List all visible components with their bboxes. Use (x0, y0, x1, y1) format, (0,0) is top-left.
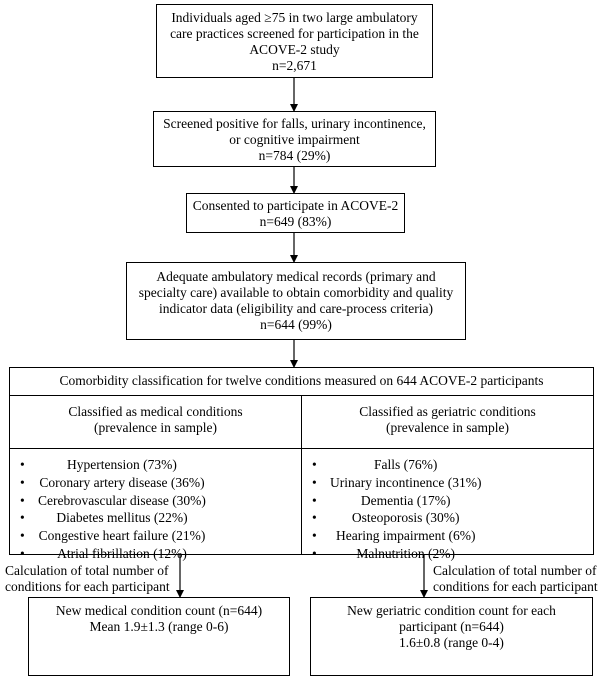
column-divider (301, 395, 302, 554)
medical-count-line-2: Mean 1.9±1.3 (range 0-6) (89, 619, 229, 634)
classification-header: Comorbidity classification for twelve co… (59, 373, 544, 388)
medical-count-box: New medical condition count (n=644) Mean… (28, 597, 290, 676)
records-count: n=644 (99%) (260, 317, 332, 332)
title-row-divider (10, 448, 593, 449)
list-item: Congestive heart failure (21%) (20, 527, 206, 545)
records-line-3: indicator data (eligibility and care-pro… (159, 301, 433, 316)
screened-count: n=2,671 (272, 58, 317, 73)
classification-box: Comorbidity classification for twelve co… (9, 367, 594, 563)
list-item: Diabetes mellitus (22%) (20, 509, 206, 527)
geriatric-count-box: New geriatric condition count for each p… (310, 597, 593, 676)
geriatric-calculation-note: Calculation of total number of condition… (433, 563, 598, 595)
positive-line-2: or cognitive impairment (229, 132, 360, 147)
list-item: Atrial fibrillation (12%) (20, 545, 206, 563)
records-box: Adequate ambulatory medical records (pri… (126, 262, 466, 340)
medical-column-title: Classified as medical conditions (preval… (10, 404, 301, 436)
medical-calculation-note: Calculation of total number of condition… (5, 563, 170, 595)
positive-count: n=784 (29%) (258, 148, 331, 163)
medical-note-line-2: conditions for each participant (5, 579, 170, 594)
list-item: Urinary incontinence (31%) (312, 474, 481, 492)
list-item: Osteoporosis (30%) (312, 509, 481, 527)
geriatric-column-title: Classified as geriatric conditions (prev… (302, 404, 593, 436)
geriatric-note-line-1: Calculation of total number of (433, 563, 597, 578)
positive-line-1: Screened positive for falls, urinary inc… (163, 116, 426, 131)
geriatric-title-line-2: (prevalence in sample) (386, 420, 509, 435)
list-item: Malnutrition (2%) (312, 545, 481, 563)
geriatric-count-line-2: participant (n=644) (399, 619, 504, 634)
screened-line-2: care practices screened for participatio… (170, 26, 419, 41)
geriatric-count-line-1: New geriatric condition count for each (347, 603, 556, 618)
geriatric-count-line-3: 1.6±0.8 (range 0-4) (399, 635, 504, 650)
geriatric-title-line-1: Classified as geriatric conditions (359, 404, 536, 419)
list-item: Dementia (17%) (312, 492, 481, 510)
screened-box: Individuals aged ≥75 in two large ambula… (156, 4, 433, 78)
list-item: Hypertension (73%) (20, 456, 206, 474)
list-item: Cerebrovascular disease (30%) (20, 492, 206, 510)
records-line-1: Adequate ambulatory medical records (pri… (156, 269, 436, 284)
medical-note-line-1: Calculation of total number of (5, 563, 169, 578)
classification-header-row: Comorbidity classification for twelve co… (10, 368, 593, 396)
consented-box: Consented to participate in ACOVE-2 n=64… (186, 193, 405, 233)
positive-screen-box: Screened positive for falls, urinary inc… (153, 111, 436, 167)
geriatric-conditions-list: Falls (76%) Urinary incontinence (31%) D… (312, 456, 481, 563)
medical-conditions-list: Hypertension (73%) Coronary artery disea… (20, 456, 206, 563)
consented-line-1: Consented to participate in ACOVE-2 (192, 198, 399, 213)
list-item: Falls (76%) (312, 456, 481, 474)
geriatric-note-line-2: conditions for each participant (433, 579, 598, 594)
medical-count-line-1: New medical condition count (n=644) (55, 603, 263, 618)
screened-line-1: Individuals aged ≥75 in two large ambula… (171, 10, 418, 25)
list-item: Hearing impairment (6%) (312, 527, 481, 545)
medical-title-line-1: Classified as medical conditions (68, 404, 243, 419)
medical-title-line-2: (prevalence in sample) (94, 420, 217, 435)
consented-count: n=649 (83%) (259, 214, 332, 229)
screened-line-3: ACOVE-2 study (249, 42, 340, 57)
records-line-2: specialty care) available to obtain como… (138, 285, 454, 300)
list-item: Coronary artery disease (36%) (20, 474, 206, 492)
